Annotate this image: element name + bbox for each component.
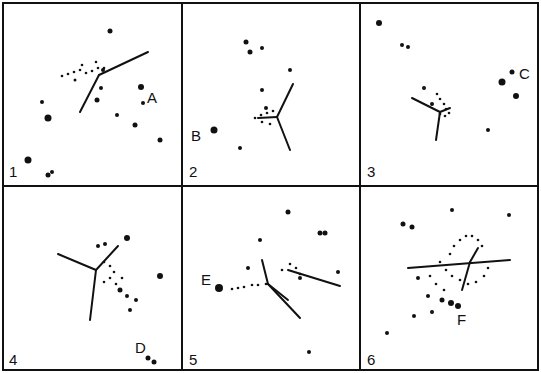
callout-letter: A bbox=[146, 90, 158, 105]
callout-letter: B bbox=[190, 128, 202, 143]
panel-number: 2 bbox=[188, 164, 198, 179]
panel-number: 1 bbox=[8, 164, 18, 179]
panel-number: 3 bbox=[366, 164, 376, 179]
panel-number: 5 bbox=[188, 352, 198, 367]
callout-letter: C bbox=[518, 66, 531, 81]
callout-letter: D bbox=[134, 340, 147, 355]
panel-number: 4 bbox=[8, 352, 18, 367]
panel-number: 6 bbox=[366, 352, 376, 367]
callout-letter: E bbox=[200, 272, 212, 287]
callout-letter: F bbox=[456, 312, 467, 327]
